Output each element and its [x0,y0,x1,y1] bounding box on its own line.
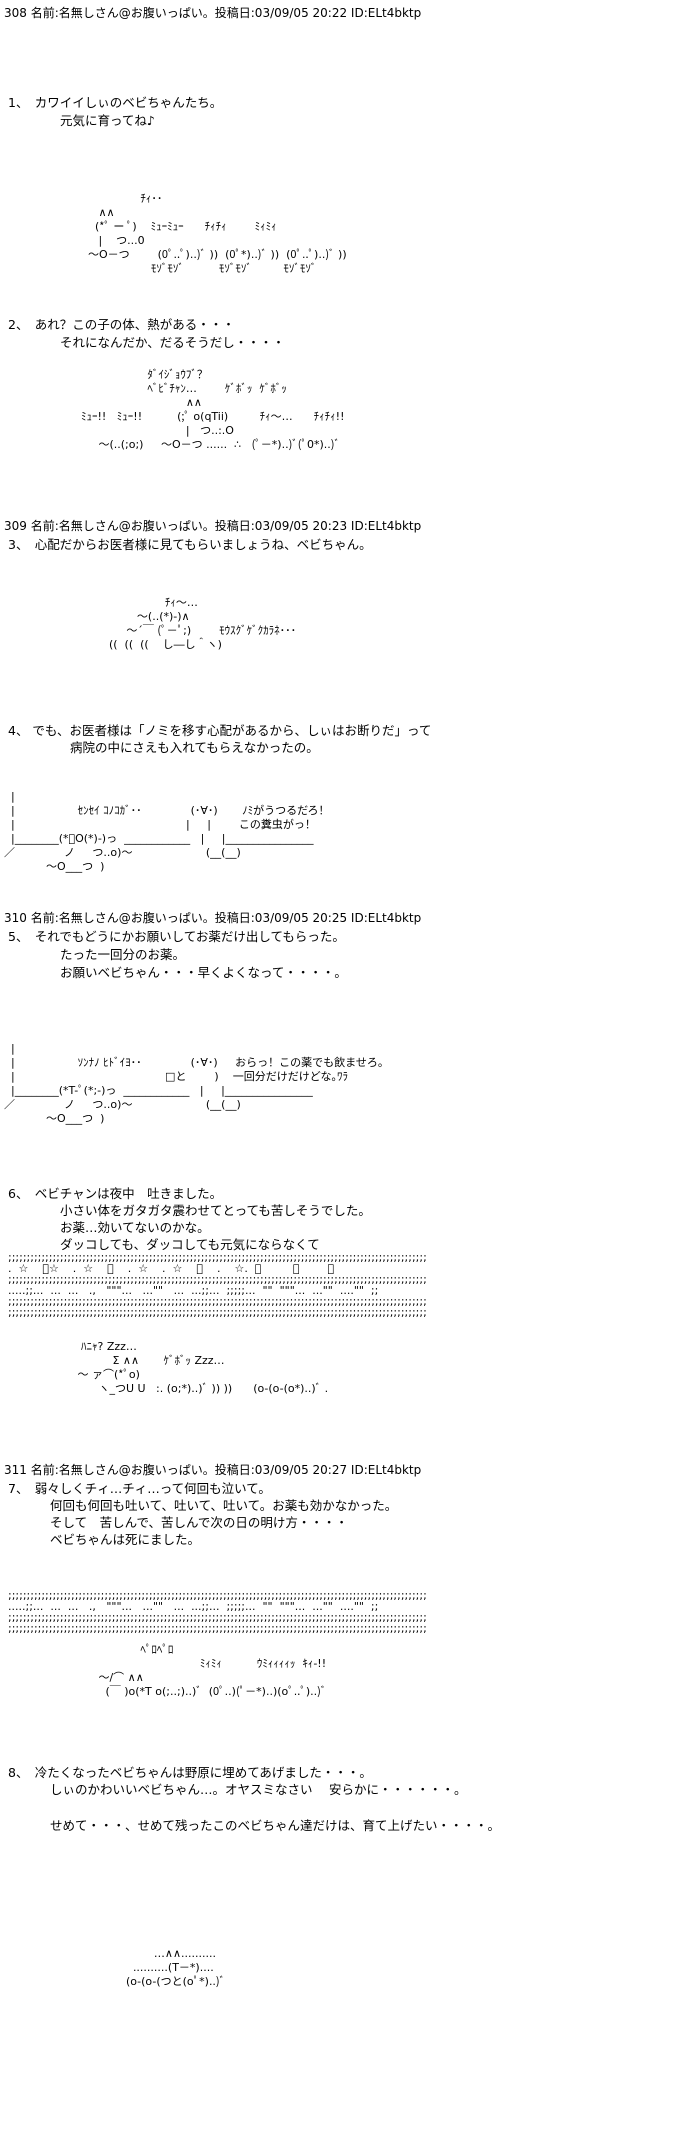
story-line-7c: そして 苦しんで、苦しんで次の日の明け方・・・・ [50,1515,348,1530]
ascii-art-babies-2: ﾀﾞｲｼﾞｮｳﾌﾞ？ ﾍﾞﾋﾞﾁｬﾝ… ｹﾞﾎﾞｯ ｹﾞﾎﾞｯ ∧∧ ﾐｭｰ!!… [80,368,345,451]
ascii-art-doctor-walk: ﾁｨ～… ～(..(*)-)∧ ～´￣ (ﾟ－ﾟ;) ﾓｳｽｸﾞｹﾞｸｶﾗﾈ･･… [108,596,297,651]
post-header-309: 309 名前:名無しさん@お腹いっぱい。投稿日:03/09/05 20:23 I… [4,519,422,533]
post-header-310: 310 名前:名無しさん@お腹いっぱい。投稿日:03/09/05 20:25 I… [4,911,422,925]
post-header-308: 308 名前:名無しさん@お腹いっぱい。投稿日:03/09/05 20:22 I… [4,6,422,20]
story-line-1a: 1、 カワイイしぃのベビちゃんたち。 [8,95,223,110]
post-header-311: 311 名前:名無しさん@お腹いっぱい。投稿日:03/09/05 20:27 I… [4,1463,422,1477]
ascii-art-death: ﾍﾟﾛﾍﾟﾛ ﾐｨﾐｨ ｳﾐｨｨｨｨｯ ｷｨ-!! ～/⌒ ∧∧ (￣ )o(*… [98,1643,327,1698]
story-line-5b: たった一回分のお薬。 [60,947,186,962]
story-line-2b: それになんだか、だるそうだし・・・・ [60,335,285,350]
story-line-4b: 病院の中にさえも入れてもらえなかったの。 [70,740,319,755]
story-line-1b: 元気に育ってね♪ [60,113,155,128]
story-line-5c: お願いベビちゃん・・・早くよくなって・・・・。 [60,965,347,980]
story-line-7d: ベビちゃんは死にました。 [50,1532,201,1547]
story-line-7a: 7、 弱々しくチィ…チィ…って何回も泣いて。 [8,1481,271,1496]
story-line-8c: せめて・・・、せめて残ったこのベビちゃん達だけは、育て上げたい・・・・。 [50,1818,501,1833]
story-line-8a: 8、 冷たくなったベビちゃんは野原に埋めてあげました・・・。 [8,1765,372,1780]
ascii-art-remaining-babies: …∧∧.......... ..........(T－*).... (o-(o-… [125,1947,226,1988]
ascii-art-doctor-refuse: | | ｾﾝｾｲ ｺﾉｺｶﾞ･･ (･∀･) ﾉﾐがうつるだろ！ | | | こ… [4,790,330,873]
ascii-art-medicine: | | ｿﾝﾅﾉ ﾋﾄﾞｲﾖ･･ (･∀･) おらっ！この薬でも飲ませろ。 | … [4,1042,389,1125]
ascii-art-night: ﾊﾆｬ? Zzz… Σ ∧∧ ｹﾞﾎﾞｯ Zzz… ～ ァ⌒(*ﾟo) ヽ_つU… [77,1340,329,1395]
story-line-6a: 6、 ベビチャンは夜中 吐きました。 [8,1186,223,1201]
story-line-5a: 5、 それでもどうにかお願いしてお薬だけ出してもらった。 [8,929,345,944]
story-line-8b: しぃのかわいいベビちゃん…。オヤスミなさい 安らかに・・・・・・。 [50,1782,467,1797]
story-line-7b: 何回も何回も吐いて、吐いて、吐いて。お薬も効かなかった。 [50,1498,398,1513]
story-line-6b: 小さい体をガタガタ震わせてとっても苦しそうでした。 [60,1203,371,1218]
story-line-2a: 2、 あれ？この子の体、熱がある・・・ [8,317,235,332]
dawn-separator: ;;;;;;;;;;;;;;;;;;;;;;;;;;;;;;;;;;;;;;;;… [8,1590,427,1634]
story-line-6c: お薬…効いてないのかな。 [60,1220,210,1235]
story-line-6d: ダッコしても、ダッコしても元気にならなくて [60,1237,320,1252]
ascii-art-babies-1: ﾁｨ･･ ∧∧ (*ﾟ ー ﾟ) ﾐｭｰﾐｭｰ ﾁｨﾁｨ ﾐｨﾐｨ | つ...… [87,192,347,275]
story-line-3a: 3、 心配だからお医者様に見てもらいましょうね、ベビちゃん。 [8,537,372,552]
night-sky-separator: ;;;;;;;;;;;;;;;;;;;;;;;;;;;;;;;;;;;;;;;;… [8,1252,427,1318]
story-line-4a: 4、 でも、お医者様は「ノミを移す心配があるから、しぃはお断りだ」って [8,723,432,738]
